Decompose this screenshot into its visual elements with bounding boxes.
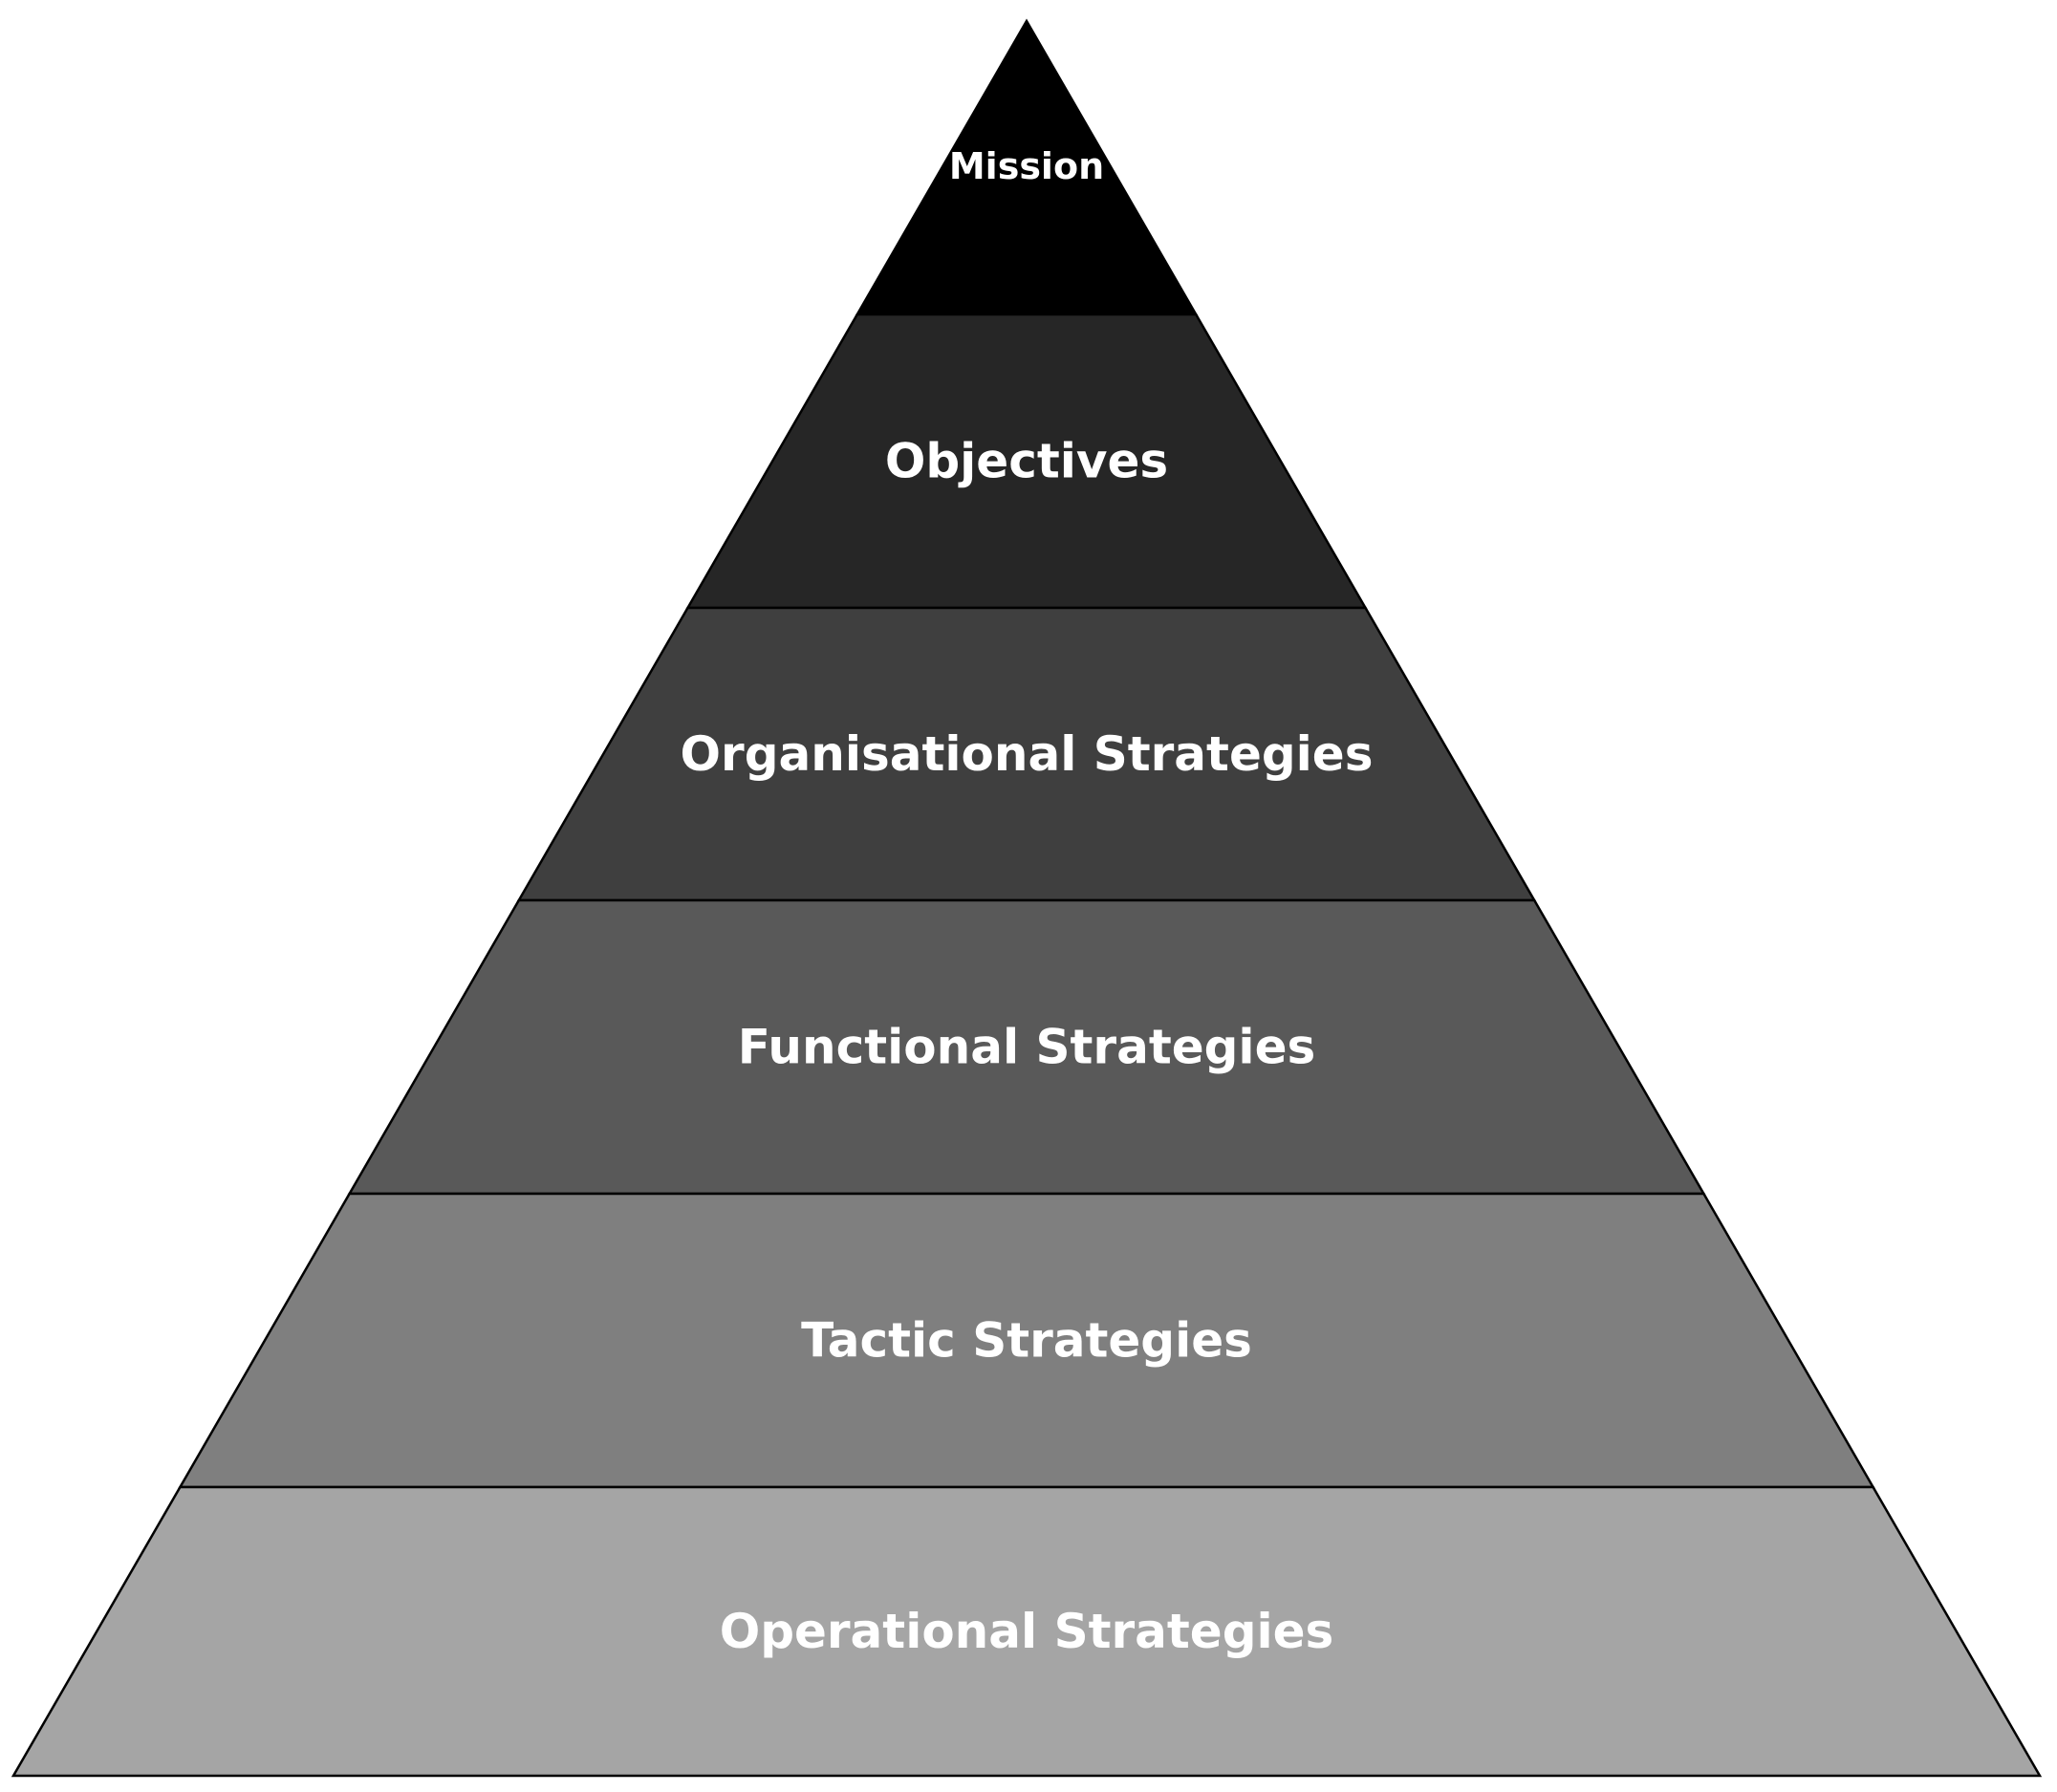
tier-label-organisational-strategies: Organisational Strategies <box>681 726 1374 782</box>
tier-label-operational-strategies: Operational Strategies <box>720 1604 1334 1659</box>
tier-label-objectives: Objectives <box>885 434 1168 489</box>
tier-operational-strategies <box>11 1485 2043 1778</box>
tier-label-tactic-strategies: Tactic Strategies <box>801 1313 1252 1369</box>
pyramid-labels: Mission Objectives Organisational Strate… <box>681 145 1374 1659</box>
pyramid-tiers <box>11 18 2043 1778</box>
tier-label-functional-strategies: Functional Strategies <box>738 1020 1316 1075</box>
tier-label-mission: Mission <box>949 145 1104 187</box>
